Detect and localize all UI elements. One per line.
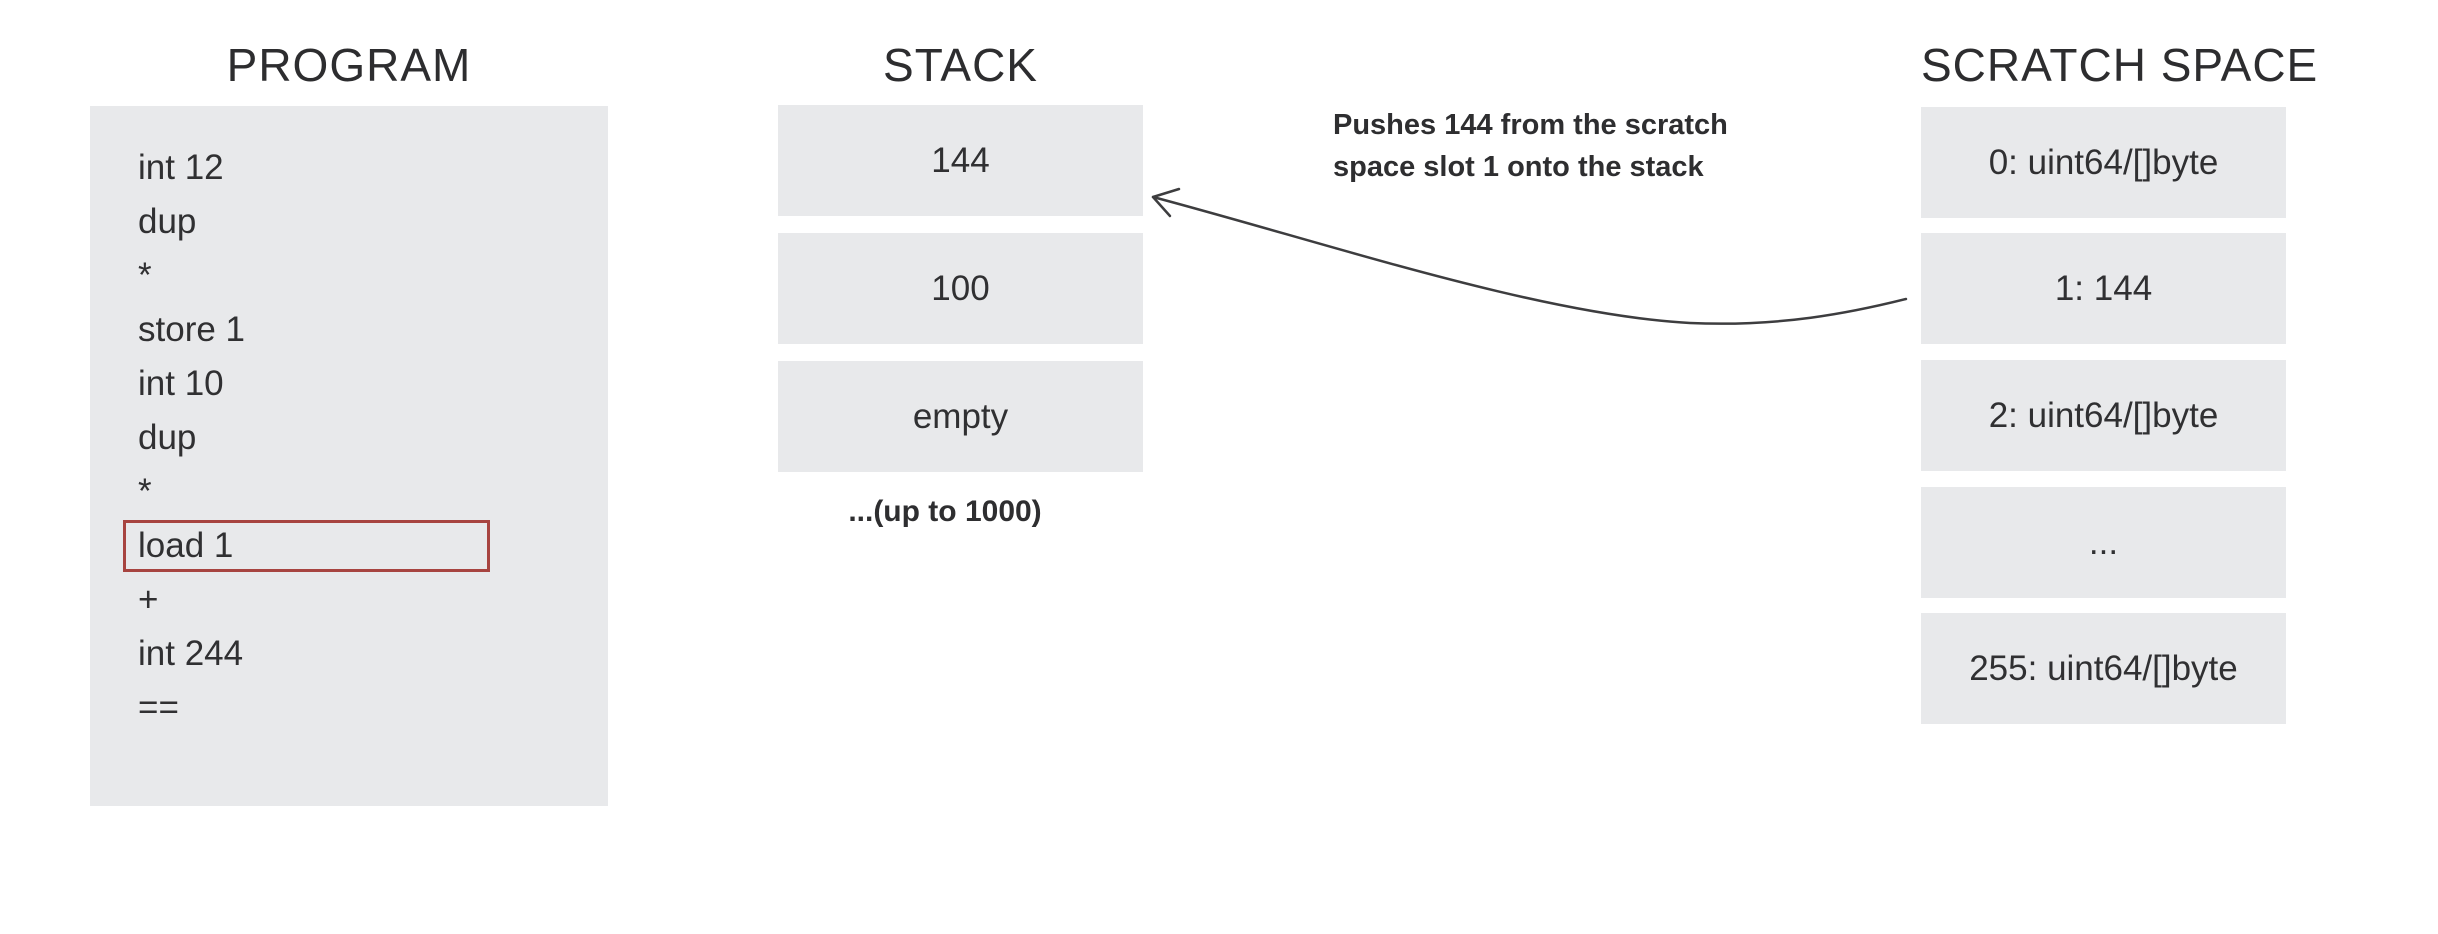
stack-caption: ...(up to 1000): [848, 495, 1042, 528]
scratch-slot-1: 1: 144: [1921, 233, 2286, 344]
stack-slot-value: 100: [931, 268, 990, 308]
scratch-slot-255: 255: uint64/[]byte: [1921, 613, 2286, 724]
annotation-line-2: space slot 1 onto the stack: [1333, 151, 1704, 183]
program-line: *: [90, 249, 608, 303]
scratch-slot-ellipsis: ...: [1921, 487, 2286, 598]
program-line: store 1: [90, 303, 608, 357]
program-line: *: [90, 465, 608, 519]
program-instruction: *: [138, 472, 152, 511]
program-line: ==: [90, 681, 608, 735]
scratch-slot-value: 255: uint64/[]byte: [1969, 648, 2238, 688]
program-instruction: int 10: [138, 364, 224, 403]
program-instruction: int 12: [138, 148, 224, 187]
program-instruction: store 1: [138, 310, 245, 349]
scratch-space-title: SCRATCH SPACE: [1921, 39, 2319, 91]
arrowhead-icon: [1151, 187, 1181, 218]
scratch-slot-value: 2: uint64/[]byte: [1988, 395, 2219, 435]
program-line: int 244: [90, 627, 608, 681]
annotation-line-1: Pushes 144 from the scratch: [1333, 109, 1728, 141]
scratch-slot-0: 0: uint64/[]byte: [1921, 107, 2286, 218]
program-line: dup: [90, 195, 608, 249]
program-line-highlighted: load 1: [90, 519, 608, 573]
scratch-slot-value: 1: 144: [2054, 268, 2153, 308]
program-instruction: int 244: [138, 634, 244, 673]
annotation: Pushes 144 from the scratch space slot 1…: [1333, 104, 1728, 188]
stack-slot-top: 144: [778, 105, 1143, 216]
program-instruction: dup: [138, 202, 197, 241]
program-line: dup: [90, 411, 608, 465]
scratch-slot-2: 2: uint64/[]byte: [1921, 360, 2286, 471]
program-instruction: ==: [138, 688, 179, 727]
program-instruction: dup: [138, 418, 197, 457]
arrow-curve: [1151, 195, 1908, 325]
program-title: PROGRAM: [226, 39, 472, 91]
scratch-slot-value: 0: uint64/[]byte: [1988, 142, 2219, 182]
program-line: +: [90, 573, 608, 627]
program-instruction-current: load 1: [138, 526, 234, 565]
stack-slot: empty: [778, 361, 1143, 472]
program-instruction: *: [138, 256, 152, 295]
program-instruction: +: [138, 580, 159, 619]
stack-slot-value: empty: [912, 396, 1009, 436]
program-box: int 12 dup * store 1 int 10 dup * load 1…: [90, 106, 608, 806]
stack-slot-value: 144: [931, 140, 990, 180]
stack-slot: 100: [778, 233, 1143, 344]
stack-title: STACK: [883, 39, 1038, 91]
program-line: int 12: [90, 141, 608, 195]
program-line: int 10: [90, 357, 608, 411]
scratch-slot-value: ...: [2088, 522, 2119, 562]
